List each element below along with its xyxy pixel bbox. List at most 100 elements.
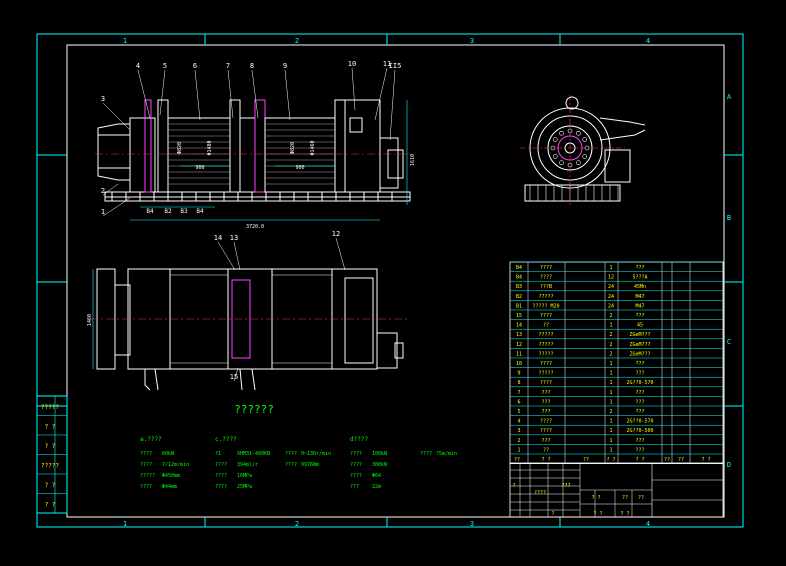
bom-name: ????? bbox=[538, 342, 553, 348]
left-table-cell: ????? bbox=[41, 404, 59, 411]
gearbox-panel bbox=[349, 117, 363, 133]
bom-material: 2G??0-500 bbox=[626, 428, 653, 434]
plan-gearbox-inner bbox=[344, 277, 374, 364]
balloon-number: 4 bbox=[136, 62, 140, 70]
plan-dim-height-text: 1460 bbox=[87, 314, 93, 326]
zone-label-bottom: 4 bbox=[646, 520, 650, 528]
title-block-border bbox=[509, 462, 724, 518]
tech-extra-value: 9976Nm bbox=[301, 462, 319, 468]
bom-no: 12 bbox=[516, 342, 522, 348]
bom-name: ??? bbox=[541, 438, 550, 444]
balloon-number: 10 bbox=[348, 60, 356, 68]
flange-mid-right bbox=[254, 99, 266, 193]
end-top-eye bbox=[565, 96, 579, 110]
left-table-cell: ? ? bbox=[45, 443, 56, 450]
bom-name: ?? bbox=[543, 447, 549, 453]
plan-balloon-leader bbox=[233, 367, 239, 382]
plan-gearbox bbox=[331, 268, 378, 370]
bom-qty: 2 bbox=[609, 409, 612, 415]
balloon-number: 5 bbox=[163, 62, 167, 70]
zone-label-top: 3 bbox=[470, 37, 474, 45]
zone-label-bottom: 3 bbox=[470, 520, 474, 528]
dim-height-text: 1610 bbox=[410, 154, 416, 166]
bom-name: ???? bbox=[540, 265, 552, 271]
bom-qty: 2 bbox=[609, 313, 612, 319]
zone-label-right: D bbox=[727, 461, 731, 469]
bom-no: 6 bbox=[517, 399, 520, 405]
bolt-hole bbox=[552, 137, 558, 142]
title-block-cell: ? bbox=[551, 511, 554, 517]
zone-label-top: 1 bbox=[123, 37, 127, 45]
brake-arm bbox=[599, 117, 646, 141]
dim-diameter: Φ820 bbox=[177, 142, 183, 154]
bom-header-cell: ?? bbox=[664, 457, 670, 463]
bom-name: ?? bbox=[543, 323, 549, 329]
zone-label-right: A bbox=[727, 93, 732, 101]
bom-qty: 1 bbox=[609, 361, 612, 367]
bom-qty: 12 bbox=[608, 275, 614, 281]
bom-material: ??? bbox=[635, 265, 644, 271]
tech-heading: a.???? bbox=[140, 436, 162, 443]
bom-material: ??? bbox=[635, 399, 644, 405]
tech-key: ???? bbox=[350, 462, 362, 468]
bom-no: B2 bbox=[516, 294, 522, 300]
tech-key: ?1 bbox=[215, 451, 221, 457]
plan-balloon-number: 13 bbox=[230, 234, 238, 242]
bom-qty: 1 bbox=[609, 419, 612, 425]
balloon-leader bbox=[374, 67, 388, 121]
title-block-cell: ?? bbox=[638, 495, 644, 501]
tech-extra-key: ???? bbox=[285, 451, 297, 457]
zone-label-bottom: 1 bbox=[123, 520, 127, 528]
tech-heading: d???? bbox=[350, 436, 368, 443]
plan-levers bbox=[144, 368, 256, 391]
brake-cylinder bbox=[604, 149, 631, 183]
title-block: ????????? ?????? ?? ?? bbox=[509, 462, 724, 518]
bom-name: ????? bbox=[538, 371, 553, 377]
balloon-number: 1 bbox=[101, 208, 105, 216]
end-view bbox=[520, 95, 646, 205]
bolt-hole bbox=[559, 130, 564, 136]
bom-header-cell: ? ? bbox=[541, 457, 550, 463]
left-side-table: ?????? ?? ??????? ?? ? bbox=[36, 395, 68, 514]
bolt-hole bbox=[576, 160, 581, 166]
balloon-number: 11 bbox=[383, 60, 391, 68]
tech-value: XHM31-400KB bbox=[237, 451, 270, 457]
drum-2 bbox=[264, 117, 336, 193]
balloon-number: 8 bbox=[250, 62, 254, 70]
bom-material: ??? bbox=[635, 390, 644, 396]
bom-no: 5 bbox=[517, 409, 520, 415]
motor bbox=[379, 137, 399, 189]
bom-qty: 2 bbox=[609, 351, 612, 357]
outer-border bbox=[36, 33, 744, 528]
base-part-label: B3 bbox=[180, 208, 188, 215]
plan-balloon-leader bbox=[335, 237, 346, 271]
balloon-leader bbox=[137, 69, 151, 119]
bom-name: ??? bbox=[541, 390, 550, 396]
balloon-leader bbox=[251, 69, 259, 119]
bom-no: 10 bbox=[516, 361, 522, 367]
balloon-number: II5 bbox=[389, 62, 402, 70]
left-table-cell: ? ? bbox=[45, 502, 56, 509]
left-table-cell: ? ? bbox=[45, 424, 56, 431]
bom-no: 2 bbox=[517, 438, 520, 444]
bom-no: 13 bbox=[516, 332, 522, 338]
bom-qty: 1 bbox=[609, 265, 612, 271]
bom-qty: 1 bbox=[609, 380, 612, 386]
flange-mid-left bbox=[229, 99, 241, 193]
bom-qty: 1 bbox=[609, 447, 612, 453]
bom-name: ????? bbox=[538, 351, 553, 357]
plan-warping-ring bbox=[114, 284, 131, 356]
tech-key: ??? bbox=[350, 484, 359, 490]
dim-width2-text: 900 bbox=[295, 165, 304, 171]
tech-value: 7/12m/min bbox=[162, 462, 189, 468]
bom-no: 15 bbox=[516, 313, 522, 319]
bom-name: ????? bbox=[538, 294, 553, 300]
dim-width1-text: 900 bbox=[195, 165, 204, 171]
bolt-hole bbox=[559, 160, 564, 166]
balloon-number: 2 bbox=[101, 187, 105, 195]
balloon-leader bbox=[284, 69, 291, 121]
